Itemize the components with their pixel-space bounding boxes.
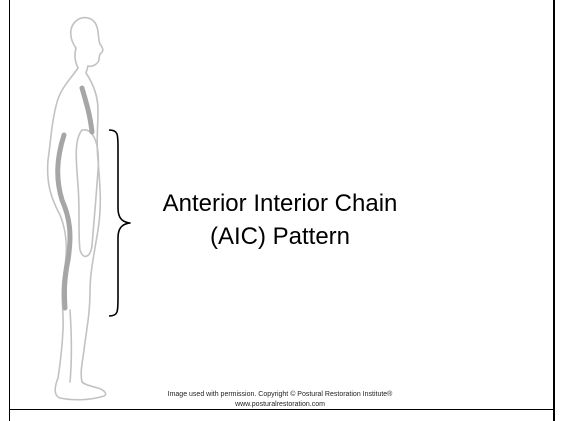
credit-line-1: Image used with permission. Copyright © … [120, 390, 440, 400]
image-credit: Image used with permission. Copyright © … [120, 390, 440, 410]
upper-chain-line [82, 88, 92, 132]
slide-frame-left [9, 0, 10, 421]
title-line-1: Anterior Interior Chain [140, 187, 420, 220]
credit-line-2: www.posturalrestoration.com [120, 400, 440, 410]
curly-brace-icon [106, 128, 134, 318]
head-outline [71, 18, 103, 73]
back-outline [48, 68, 78, 378]
leg-gap-outline [70, 310, 72, 382]
slide-title: Anterior Interior Chain (AIC) Pattern [140, 187, 420, 253]
title-line-2: (AIC) Pattern [140, 220, 420, 253]
arm-outline [76, 130, 98, 257]
slide-frame-right [553, 0, 555, 421]
foot-outline [55, 378, 105, 400]
lower-chain-line [58, 135, 70, 308]
back-head-outline [75, 48, 78, 68]
